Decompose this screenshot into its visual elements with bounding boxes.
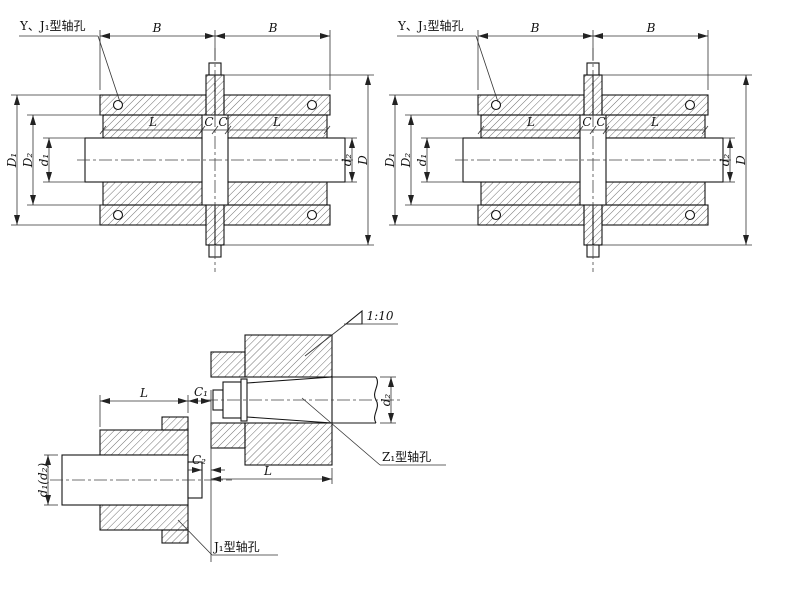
z1-hub-sections xyxy=(210,334,333,466)
dim-label-C: C xyxy=(204,115,213,129)
z1-bore-callout: Z₁型轴孔 xyxy=(301,397,446,466)
dim-label-D: D xyxy=(734,155,748,166)
dimension-d2 xyxy=(380,376,396,424)
dim-label-D: D xyxy=(356,155,370,166)
taper-ratio-label: 1:10 xyxy=(367,309,394,323)
dim-label-d2: d₂ xyxy=(379,394,393,407)
dim-label-B: B xyxy=(530,21,540,35)
dim-label-B: B xyxy=(646,21,656,35)
leader-line xyxy=(475,35,499,103)
dim-label-D1: D₁ xyxy=(383,153,397,168)
dim-label-C: C xyxy=(218,115,227,129)
dim-label-D2: D₂ xyxy=(21,153,35,169)
dim-label-L: L xyxy=(526,115,535,129)
dim-label-D1: D₁ xyxy=(5,153,19,168)
dim-label-L: L xyxy=(263,464,272,478)
half-coupling-view: L C₁ C₂ L d₁(d₂) d₂ xyxy=(36,309,446,562)
coupling-view-left: B B L C C L D₁ D₂ d₁ d₂ D Y、J₁型轴孔 xyxy=(5,18,374,272)
dim-label-C: C xyxy=(582,115,591,129)
leader-line xyxy=(301,397,381,466)
coupling-geometry xyxy=(389,30,752,272)
dim-label-L: L xyxy=(148,115,157,129)
taper-flag-icon xyxy=(344,309,363,325)
bore-type-callout: Y、J₁型轴孔 xyxy=(19,18,121,103)
leader-line xyxy=(177,519,213,556)
leader-line xyxy=(97,35,121,103)
bore-type-callout: Y、J₁型轴孔 xyxy=(397,18,499,103)
gear-rim-section xyxy=(210,422,246,449)
dim-label-d1: d₁ xyxy=(415,154,429,167)
dim-label-L: L xyxy=(139,386,148,400)
bore-type-label: Y、J₁型轴孔 xyxy=(397,18,464,33)
taper-callout: 1:10 xyxy=(304,309,398,357)
dimension-L-z1 xyxy=(211,468,333,484)
bore-type-label: Z₁型轴孔 xyxy=(382,449,431,464)
dim-label-d2: d₂ xyxy=(718,154,732,167)
dim-label-B: B xyxy=(152,21,162,35)
bore-type-label: Y、J₁型轴孔 xyxy=(19,18,86,33)
dim-label-D2: D₂ xyxy=(399,153,413,169)
hub-section xyxy=(99,429,189,456)
coupling-view-right: B B L C C L D₁ D₂ d₁ d₂ D Y、J₁型轴孔 xyxy=(383,18,752,272)
dimension-d1-d2 xyxy=(44,454,58,506)
gear-rim-section xyxy=(161,529,189,544)
dim-label-C2: C₂ xyxy=(192,453,206,467)
j1-bore-callout: J₁型轴孔 xyxy=(177,519,278,556)
dimension-L-j1 xyxy=(99,395,211,427)
dim-label-C: C xyxy=(596,115,605,129)
dim-label-L: L xyxy=(650,115,659,129)
coupling-geometry xyxy=(11,30,374,272)
j1-hub-sections xyxy=(99,416,189,544)
gear-rim-section xyxy=(161,416,189,431)
leader-line xyxy=(304,323,347,357)
dim-label-B: B xyxy=(268,21,278,35)
taper-line-top xyxy=(246,376,333,384)
hub-section xyxy=(99,504,189,531)
gear-rim-section xyxy=(210,351,246,378)
dim-label-d1-d2: d₁(d₂) xyxy=(36,463,50,498)
hub-section xyxy=(244,334,333,378)
dim-label-C1: C₁ xyxy=(194,385,208,399)
dim-label-d1: d₁ xyxy=(37,154,51,167)
hub-section xyxy=(244,422,333,466)
taper-line-bottom xyxy=(246,416,333,424)
bore-type-label: J₁型轴孔 xyxy=(212,539,260,554)
dim-label-L: L xyxy=(272,115,281,129)
dim-label-d2: d₂ xyxy=(340,154,354,167)
